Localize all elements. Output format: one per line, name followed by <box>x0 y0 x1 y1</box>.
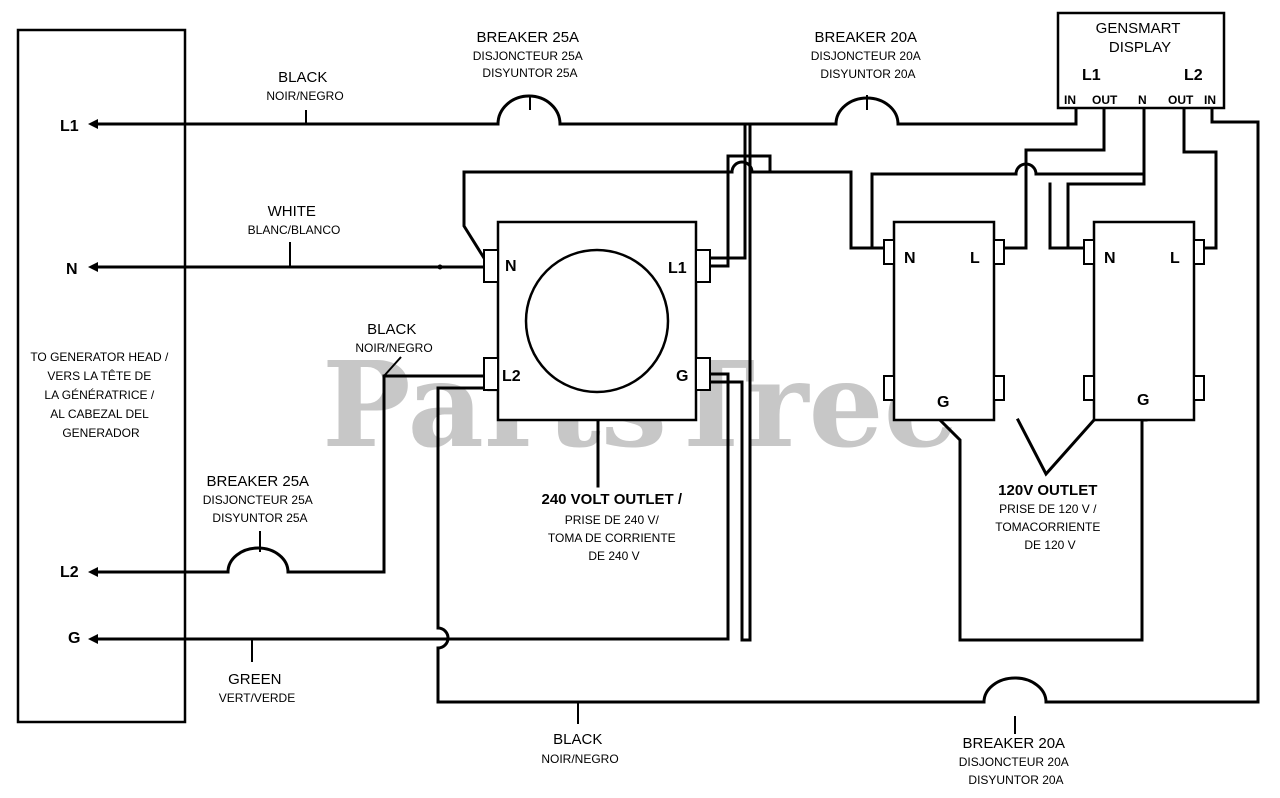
breaker-bottom-20a-symbol <box>982 676 1048 704</box>
l1-arrow-icon <box>88 119 98 129</box>
breaker-bottom-20a-label: BREAKER 20A DISJONCTEUR 20A DISYUNTOR 20… <box>959 735 1073 787</box>
l2-arrow-icon <box>88 567 98 577</box>
outlet-240-n-label: N <box>505 258 517 275</box>
terminal-l1-label: L1 <box>60 118 79 135</box>
wire-label-black-bottom: BLACK NOIR/NEGRO <box>541 731 618 766</box>
wire-n-right-120 <box>1048 182 1086 250</box>
junction-dot <box>437 264 443 270</box>
outlet-240-l1-label: L1 <box>668 260 687 277</box>
outlet-120-right-l-terminal <box>1193 239 1205 265</box>
breaker-l2-25a-label: BREAKER 25A DISJONCTEUR 25A DISYUNTOR 25… <box>203 473 317 525</box>
wire-g-green <box>96 372 730 641</box>
pin-l2-in: IN <box>1204 93 1216 107</box>
terminal-l2-label: L2 <box>60 564 79 581</box>
outlet-120-right-body <box>1092 220 1196 422</box>
wire-l1-to-240-l1 <box>558 122 747 260</box>
terminal-g-label: G <box>68 630 80 647</box>
wire-label-black-mid: BLACK NOIR/NEGRO <box>355 321 432 355</box>
outlet-120-right-n-label: N <box>1104 250 1116 267</box>
outlet-120-left-n-label: N <box>904 250 916 267</box>
gensmart-l2-label: L2 <box>1184 67 1203 84</box>
wire-label-green: GREEN VERT/VERDE <box>219 671 295 705</box>
wires <box>96 94 1260 734</box>
outlet-120-right-n-terminal <box>1083 239 1095 265</box>
outlet-120-left-l-label: L <box>970 250 980 267</box>
wire-crossover-hop-2 <box>436 626 450 650</box>
breaker-l2-25a-symbol <box>226 546 290 574</box>
outlet-240-l2-terminal <box>483 357 499 391</box>
wire-gensmart-n <box>1034 106 1146 176</box>
breaker-l1-25a-label: BREAKER 25A DISJONCTEUR 25A DISYUNTOR 25… <box>473 29 587 80</box>
pin-n: N <box>1138 93 1147 107</box>
breaker-top-20a-label: BREAKER 20A DISJONCTEUR 20A DISYUNTOR 20… <box>811 29 925 81</box>
wire-crossover-hop-3 <box>1014 162 1038 176</box>
outlet-120-right-g-terminal-right <box>1193 375 1205 401</box>
outlet-120-right-l-label: L <box>1170 250 1180 267</box>
pin-l1-out: OUT <box>1092 93 1118 107</box>
wire-240-l2-down <box>436 386 486 630</box>
outlet-120-right-g-label: G <box>1137 392 1149 409</box>
wire-label-black-top: BLACK NOIR/NEGRO <box>266 69 343 103</box>
outlet-120v-right: N L G <box>1083 220 1205 422</box>
pin-l1-in: IN <box>1064 93 1076 107</box>
outlet-120-left-l-terminal <box>993 239 1005 265</box>
outlet-240-l1-terminal <box>695 249 711 283</box>
outlet-120-left-n-terminal <box>883 239 895 265</box>
wire-n-bus-top <box>462 170 734 261</box>
generator-head-box <box>16 28 187 724</box>
pin-l2-out: OUT <box>1168 93 1194 107</box>
wire-label-white: WHITE BLANC/BLANCO <box>248 203 341 237</box>
wire-to-gensmart-l1-in <box>896 106 1078 126</box>
outlet-240-l2-label: L2 <box>502 368 521 385</box>
gensmart-l1-label: L1 <box>1082 67 1101 84</box>
outlet-120-left-g-terminal-left <box>883 375 895 401</box>
gensmart-title: GENSMART DISPLAY <box>1096 20 1185 56</box>
outlet-120-caption: 120V OUTLET PRISE DE 120 V / TOMACORRIEN… <box>995 482 1105 552</box>
outlet-120v-left: N L G <box>883 220 1005 422</box>
wire-n-to-left-120 <box>750 170 887 250</box>
wire-240-g-ground <box>704 380 752 642</box>
outlet-240v: N L1 L2 G 240 VOLT OUTLET / PRISE DE 240… <box>483 220 711 563</box>
wire-l2-to-240-l2 <box>286 374 486 574</box>
terminal-n-label: N <box>66 261 78 278</box>
wire-gensmart-n-left <box>870 172 1018 250</box>
wire-240-l1-loop <box>704 154 772 268</box>
generator-head: TO GENERATOR HEAD / VERS LA TÊTE DE LA G… <box>16 28 187 724</box>
outlet-120-left-g-terminal-right <box>993 375 1005 401</box>
label-leader-120 <box>1015 417 1097 477</box>
outlet-120-left-body <box>892 220 996 422</box>
outlet-120-right-g-terminal-left <box>1083 375 1095 401</box>
wire-bottom-black <box>436 646 986 704</box>
outlet-240-g-label: G <box>676 368 688 385</box>
wire-gensmart-l1-out <box>1002 106 1106 250</box>
wire-to-gensmart-l2-in <box>1044 106 1260 704</box>
gensmart-display: GENSMART DISPLAY L1 L2 IN OUT N OUT IN <box>1056 11 1226 110</box>
outlet-240-n-terminal <box>483 249 499 283</box>
g-arrow-icon <box>88 634 98 644</box>
gensmart-box <box>1056 11 1226 110</box>
wire-gensmart-l2-out <box>1182 106 1218 250</box>
outlet-240-g-terminal <box>695 357 711 391</box>
outlet-240-face-icon <box>524 248 670 394</box>
outlet-120-left-g-label: G <box>937 394 949 411</box>
generator-head-label: TO GENERATOR HEAD / VERS LA TÊTE DE LA G… <box>30 350 171 440</box>
outlet-240-caption: 240 VOLT OUTLET / PRISE DE 240 V/ TOMA D… <box>541 491 686 563</box>
n-arrow-icon <box>88 262 98 272</box>
wire-tick-black-mid <box>383 356 402 377</box>
